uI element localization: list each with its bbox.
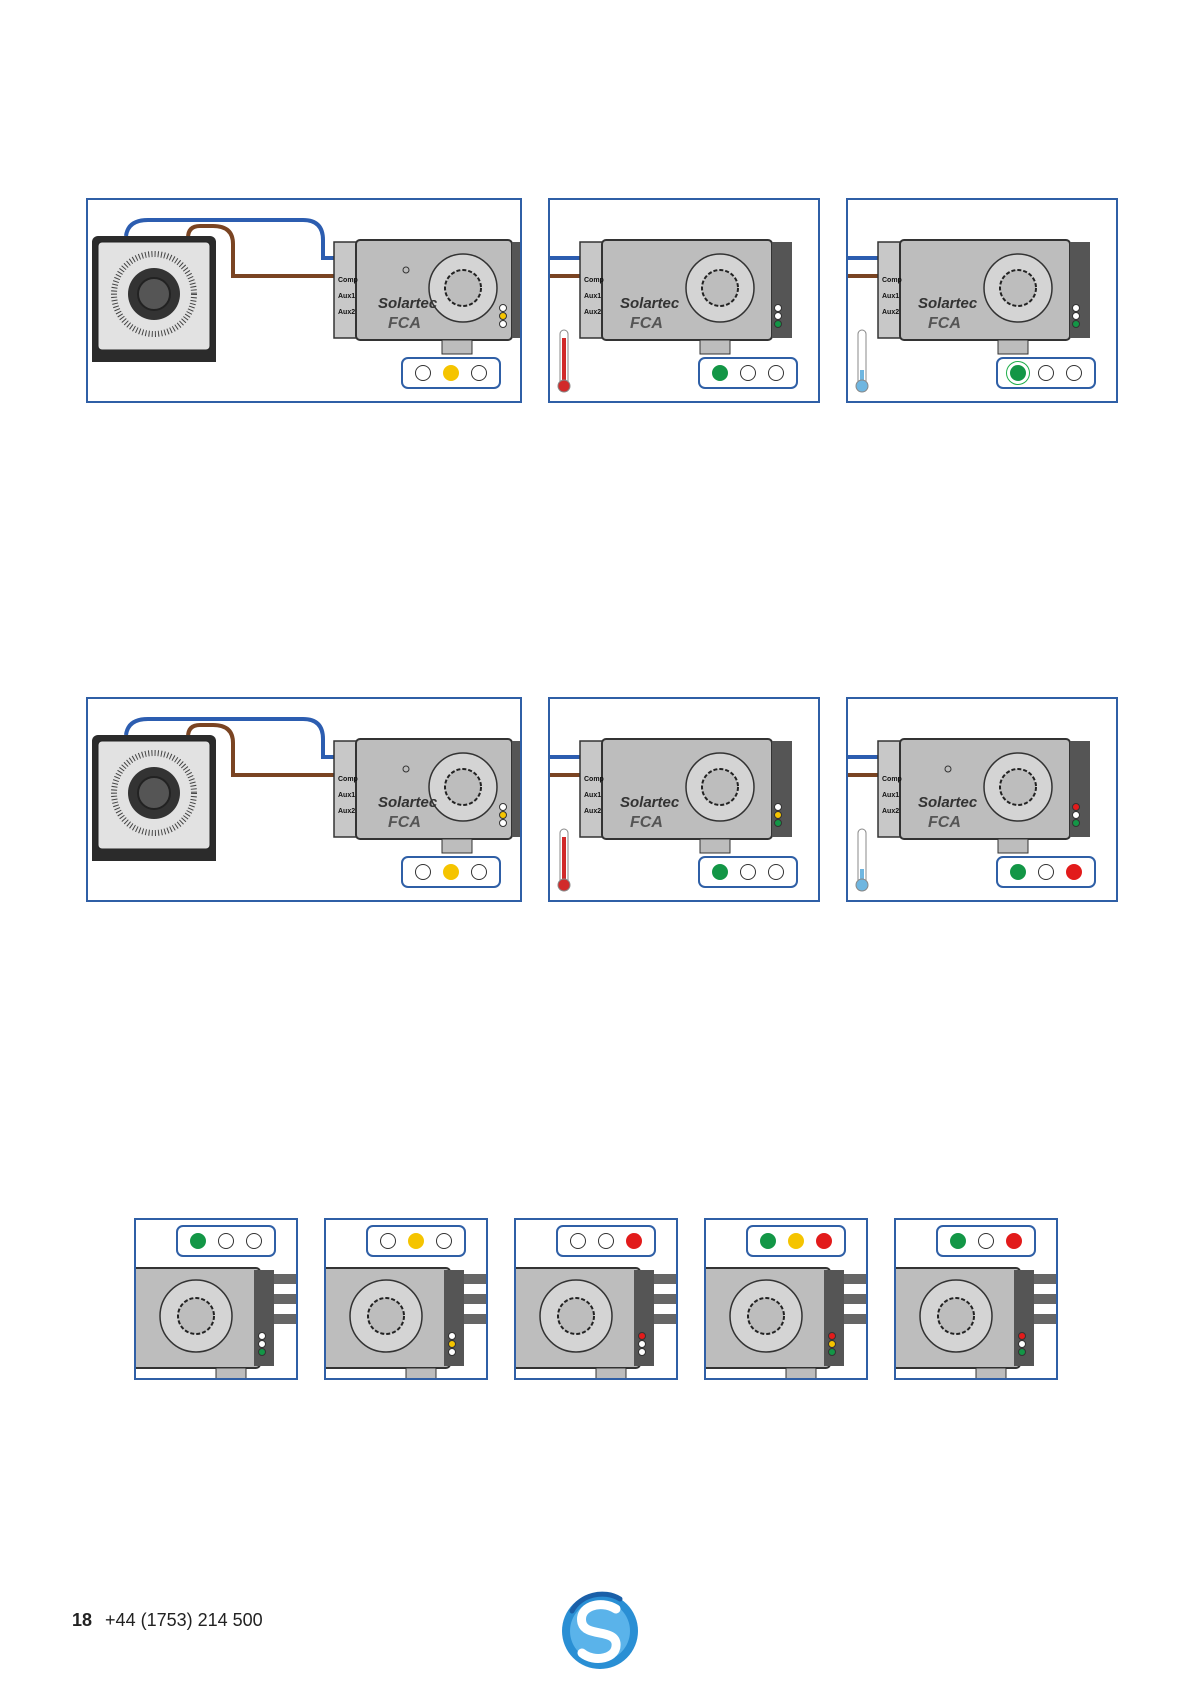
terminal-label-aux1: Aux1 bbox=[338, 792, 355, 799]
diagram-panel-1-1: Comp Aux1 Aux2 Solartec FCA bbox=[86, 198, 522, 403]
yellow-led bbox=[788, 1233, 804, 1249]
yellow-led bbox=[408, 1233, 424, 1249]
terminal-label-aux2: Aux2 bbox=[882, 309, 899, 316]
model-logo: FCA bbox=[388, 315, 421, 332]
model-logo: FCA bbox=[630, 315, 663, 332]
terminal-label-aux1: Aux1 bbox=[584, 792, 601, 799]
brand-logo: Solartec bbox=[378, 295, 438, 312]
led-state-panel-4 bbox=[704, 1218, 868, 1380]
green-flashing-led bbox=[1010, 365, 1026, 381]
phone-number: +44 (1753) 214 500 bbox=[105, 1610, 263, 1630]
terminal-label-comp: Comp bbox=[584, 277, 604, 284]
model-logo: FCA bbox=[928, 315, 961, 332]
led-indicator bbox=[996, 357, 1096, 389]
terminal-label-comp: Comp bbox=[882, 277, 902, 284]
yellow-led bbox=[1038, 864, 1054, 880]
company-logo-icon bbox=[560, 1585, 640, 1675]
diagram-panel-1-3: Comp Aux1 Aux2 Solartec FCA bbox=[846, 198, 1118, 403]
yellow-led bbox=[740, 365, 756, 381]
diagram-panel-2-1: Comp Aux1 Aux2 Solartec FCA bbox=[86, 697, 522, 902]
red-led bbox=[436, 1233, 452, 1249]
terminal-label-comp: Comp bbox=[882, 776, 902, 783]
yellow-led bbox=[1038, 365, 1054, 381]
model-logo: FCA bbox=[630, 814, 663, 831]
diagram-panel-1-2: Comp Aux1 Aux2 Solartec FCA bbox=[548, 198, 820, 403]
led-indicator bbox=[401, 357, 501, 389]
terminal-label-aux1: Aux1 bbox=[882, 792, 899, 799]
led-indicator bbox=[698, 856, 798, 888]
terminal-label-aux1: Aux1 bbox=[882, 293, 899, 300]
led-state-panel-1 bbox=[134, 1218, 298, 1380]
led-indicator bbox=[401, 856, 501, 888]
led-indicator bbox=[556, 1225, 656, 1257]
terminal-label-aux1: Aux1 bbox=[584, 293, 601, 300]
red-led bbox=[1066, 864, 1082, 880]
model-logo: FCA bbox=[928, 814, 961, 831]
terminal-label-aux2: Aux2 bbox=[338, 808, 355, 815]
green-led bbox=[712, 864, 728, 880]
led-state-panel-2 bbox=[324, 1218, 488, 1380]
page-footer: 18 +44 (1753) 214 500 bbox=[72, 1610, 263, 1631]
terminal-label-comp: Comp bbox=[338, 776, 358, 783]
terminal-label-aux2: Aux2 bbox=[584, 309, 601, 316]
led-state-panel-3 bbox=[514, 1218, 678, 1380]
led-indicator bbox=[996, 856, 1096, 888]
yellow-led bbox=[740, 864, 756, 880]
brand-logo: Solartec bbox=[620, 794, 680, 811]
thermometer-cold-icon bbox=[856, 330, 868, 392]
brand-logo: Solartec bbox=[918, 295, 978, 312]
terminal-label-aux1: Aux1 bbox=[338, 293, 355, 300]
green-led bbox=[760, 1233, 776, 1249]
red-led bbox=[471, 365, 487, 381]
led-indicator bbox=[746, 1225, 846, 1257]
brand-logo: Solartec bbox=[918, 794, 978, 811]
green-led bbox=[1010, 864, 1026, 880]
red-led bbox=[1006, 1233, 1022, 1249]
terminal-label-aux2: Aux2 bbox=[338, 309, 355, 316]
terminal-label-aux2: Aux2 bbox=[882, 808, 899, 815]
red-led bbox=[471, 864, 487, 880]
yellow-led bbox=[443, 365, 459, 381]
red-led bbox=[246, 1233, 262, 1249]
green-led bbox=[712, 365, 728, 381]
led-indicator bbox=[936, 1225, 1036, 1257]
page-number: 18 bbox=[72, 1610, 92, 1630]
led-indicator bbox=[698, 357, 798, 389]
yellow-led bbox=[443, 864, 459, 880]
red-led bbox=[768, 365, 784, 381]
model-logo: FCA bbox=[388, 814, 421, 831]
green-led bbox=[190, 1233, 206, 1249]
red-led bbox=[816, 1233, 832, 1249]
led-indicator bbox=[176, 1225, 276, 1257]
green-led bbox=[415, 864, 431, 880]
red-led bbox=[1066, 365, 1082, 381]
terminal-label-aux2: Aux2 bbox=[584, 808, 601, 815]
brand-logo: Solartec bbox=[378, 794, 438, 811]
green-led bbox=[380, 1233, 396, 1249]
terminal-label-comp: Comp bbox=[584, 776, 604, 783]
red-led bbox=[768, 864, 784, 880]
yellow-led bbox=[978, 1233, 994, 1249]
yellow-led bbox=[598, 1233, 614, 1249]
terminal-label-comp: Comp bbox=[338, 277, 358, 284]
thermometer-hot-icon bbox=[558, 829, 570, 891]
led-state-panel-5 bbox=[894, 1218, 1058, 1380]
yellow-led bbox=[218, 1233, 234, 1249]
thermometer-hot-icon bbox=[558, 330, 570, 392]
brand-logo: Solartec bbox=[620, 295, 680, 312]
led-indicator bbox=[366, 1225, 466, 1257]
green-led bbox=[950, 1233, 966, 1249]
green-led bbox=[570, 1233, 586, 1249]
green-led bbox=[415, 365, 431, 381]
diagram-panel-2-3: Comp Aux1 Aux2 Solartec FCA bbox=[846, 697, 1118, 902]
thermometer-cold-icon bbox=[856, 829, 868, 891]
red-led bbox=[626, 1233, 642, 1249]
diagram-panel-2-2: Comp Aux1 Aux2 Solartec FCA bbox=[548, 697, 820, 902]
